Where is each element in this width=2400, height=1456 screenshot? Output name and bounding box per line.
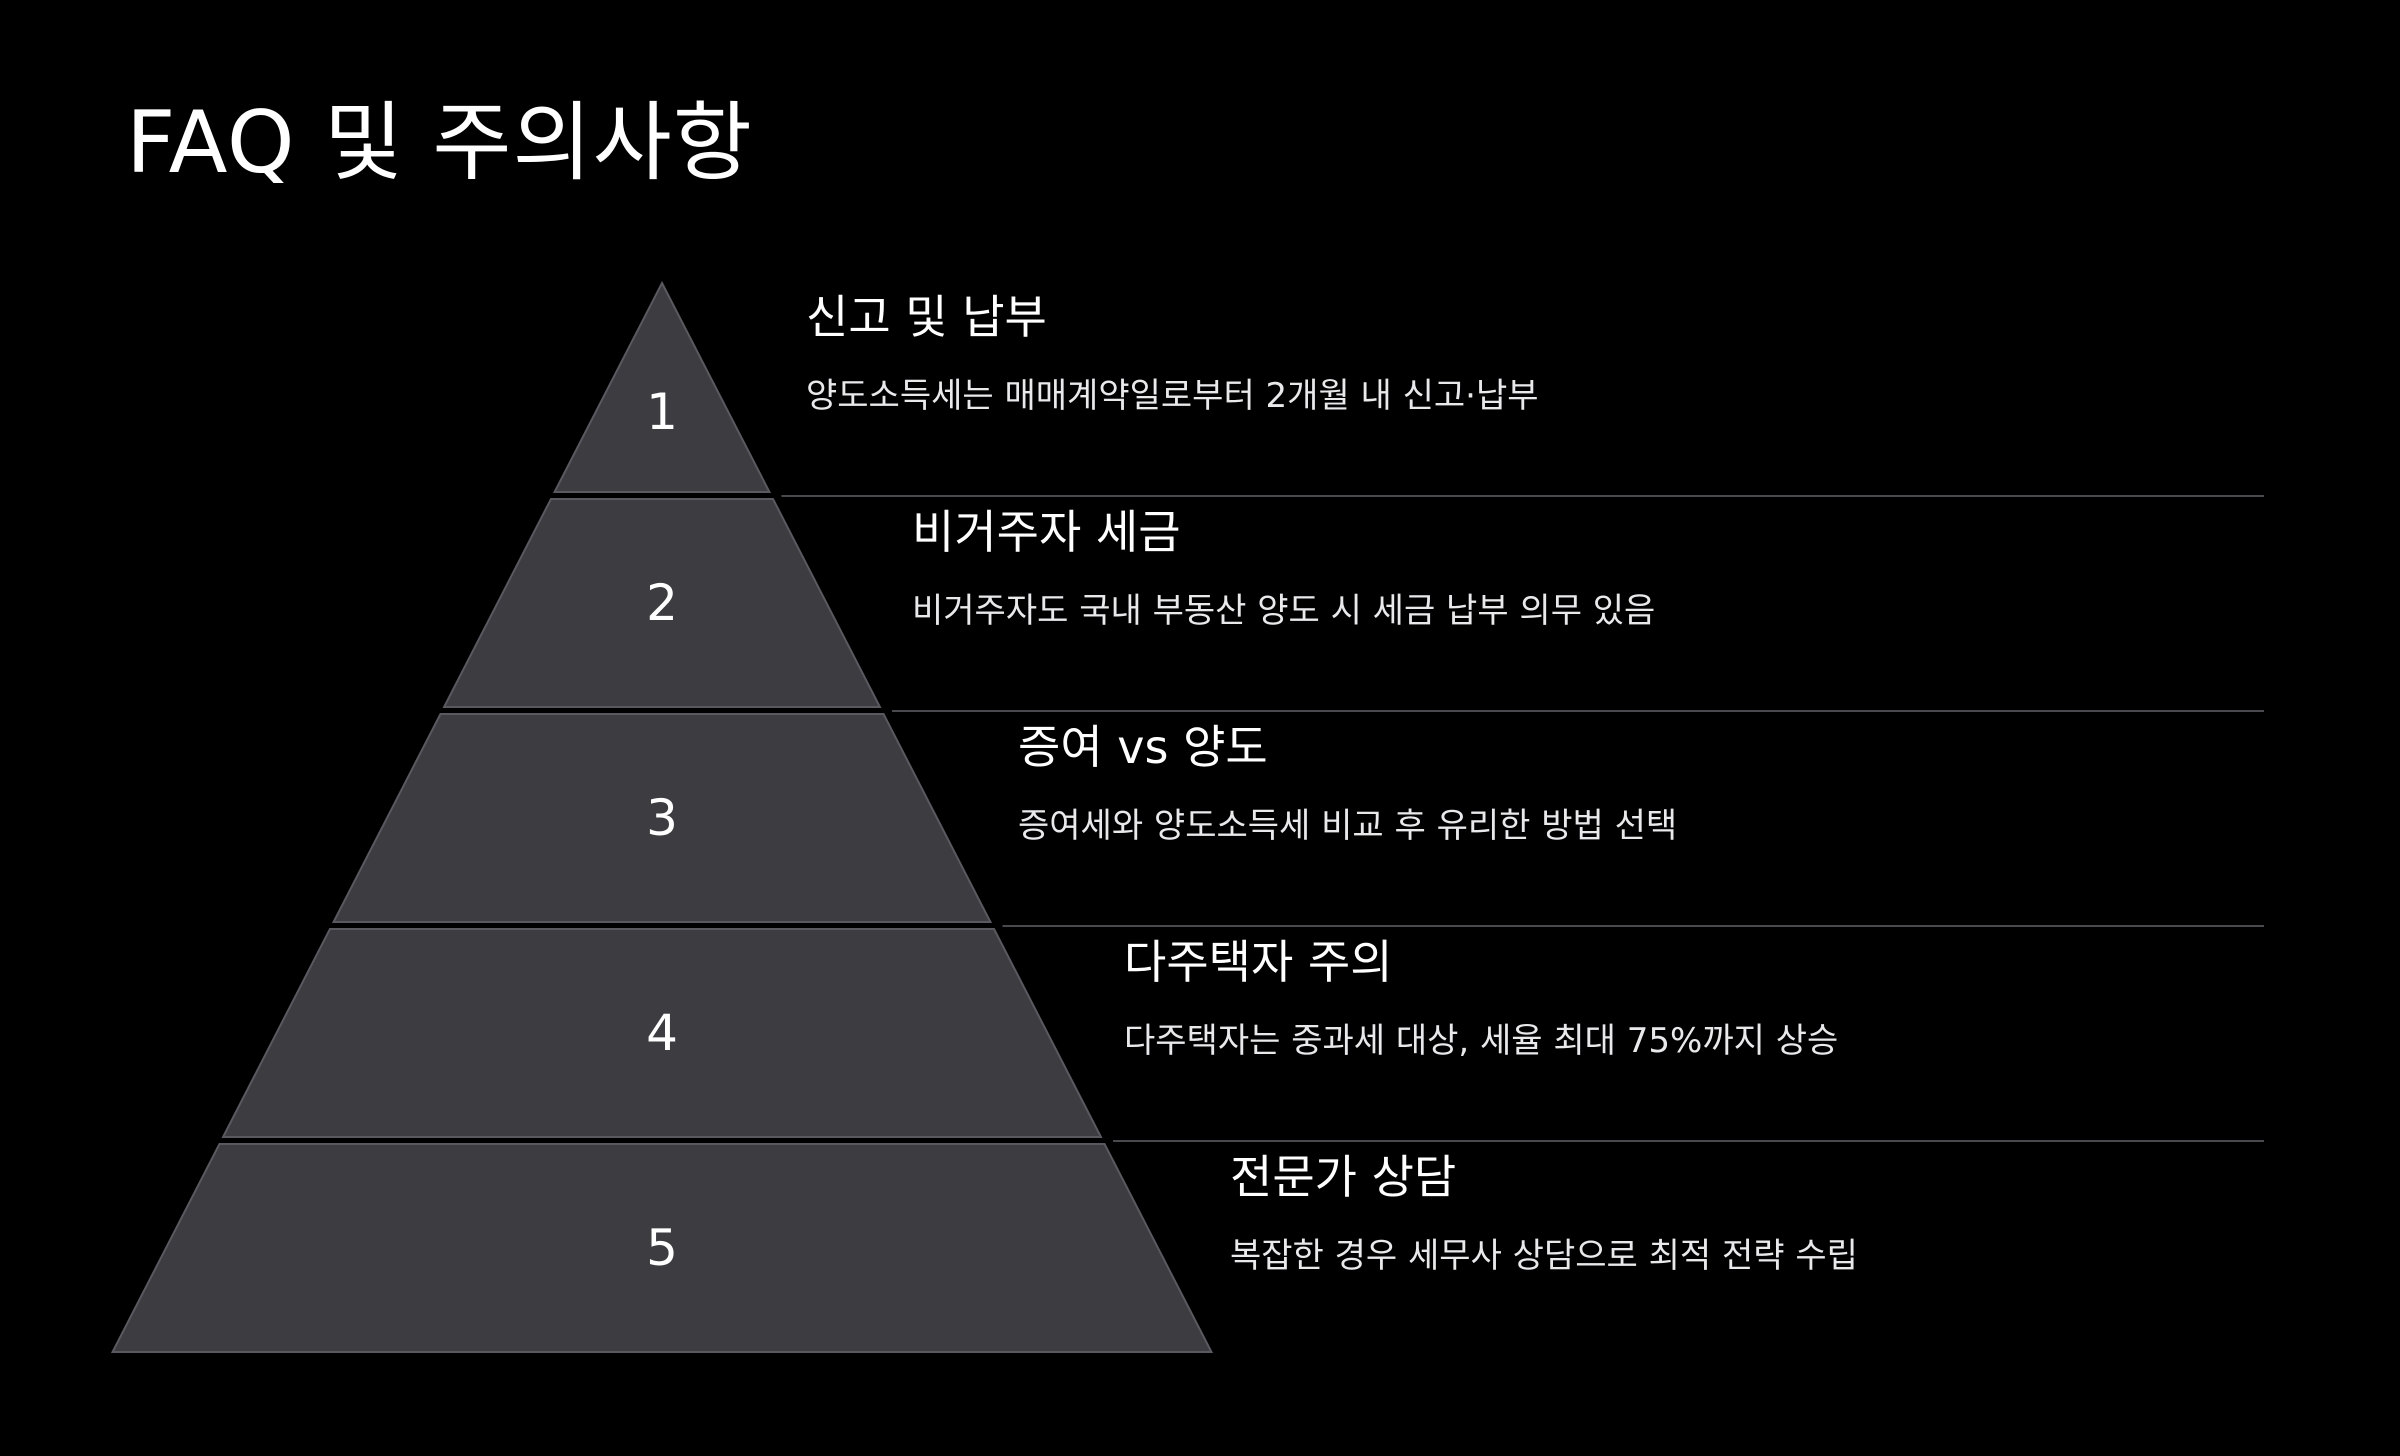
step-description: 비거주자도 국내 부동산 양도 시 세금 납부 의무 있음 [912, 591, 1656, 631]
step-description: 다주택자는 중과세 대상, 세율 최대 75%까지 상승 [1124, 1021, 1839, 1061]
tier-number-5: 5 [646, 1219, 678, 1277]
pyramid-tier-1 [552, 280, 772, 493]
tier-number-1: 1 [646, 383, 678, 441]
tier-number-2: 2 [646, 574, 678, 632]
step-title: 증여 vs 양도 [1018, 720, 1268, 774]
step-title: 비거주자 세금 [912, 505, 1181, 559]
step-description: 증여세와 양도소득세 비교 후 유리한 방법 선택 [1018, 806, 1678, 846]
pyramid-tier-3 [331, 713, 993, 923]
step-description: 양도소득세는 매매계약일로부터 2개월 내 신고·납부 [806, 376, 1539, 416]
step-title: 다주택자 주의 [1124, 935, 1393, 989]
step-title: 전문가 상담 [1230, 1150, 1457, 1204]
tier-number-4: 4 [646, 1004, 678, 1062]
tier-number-3: 3 [646, 789, 678, 847]
page-title: FAQ 및 주의사항 [126, 93, 753, 193]
pyramid-tier-2 [442, 498, 882, 708]
step-description: 복잡한 경우 세무사 상담으로 최적 전략 수립 [1230, 1236, 1858, 1276]
step-title: 신고 및 납부 [806, 290, 1047, 344]
pyramid-tier-4 [221, 928, 1103, 1138]
pyramid-tier-5 [110, 1143, 1214, 1353]
